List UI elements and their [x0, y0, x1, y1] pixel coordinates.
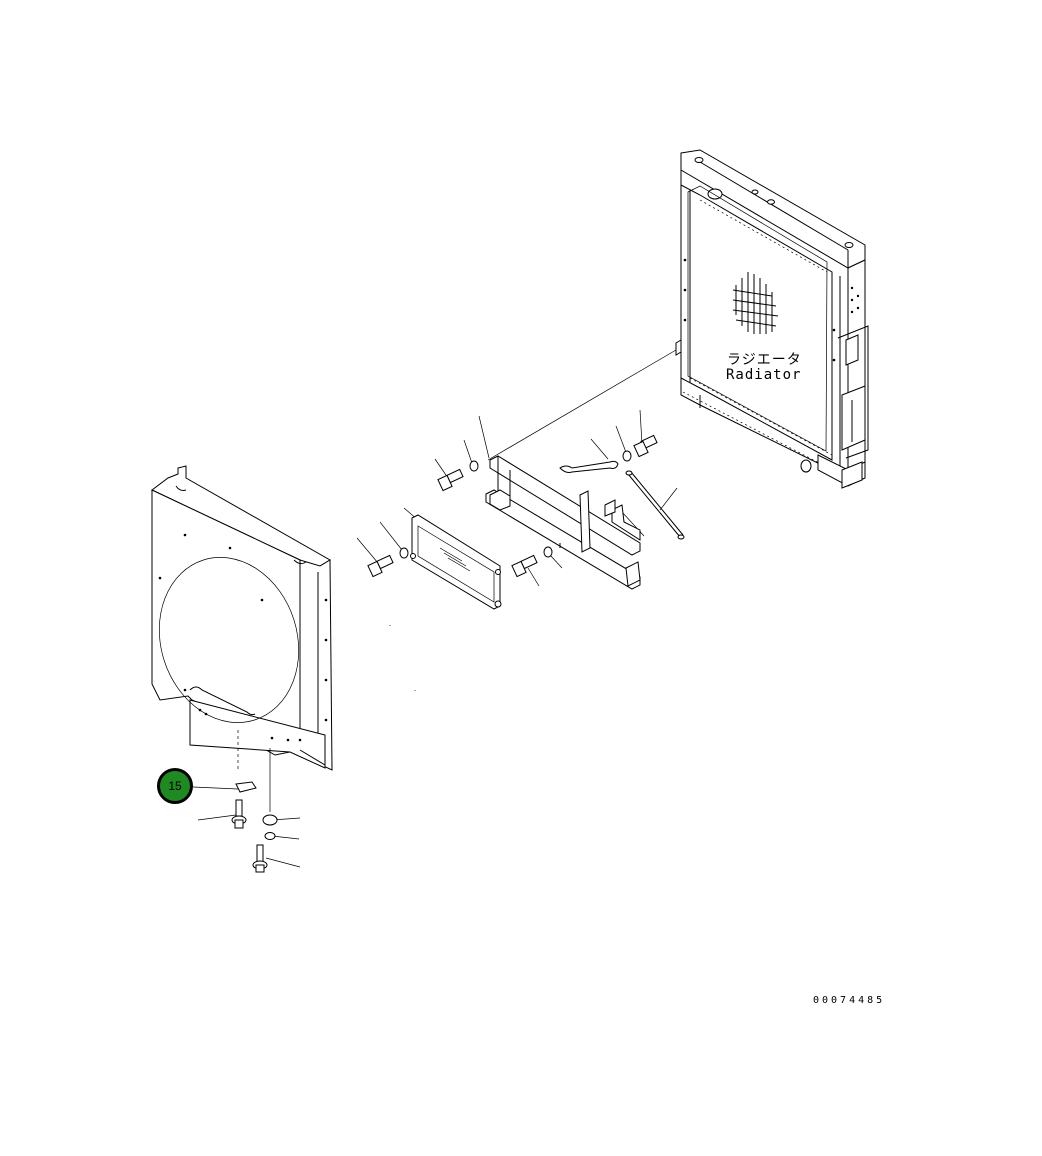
washer [622, 450, 632, 462]
radiator-label-japanese: ラジエータ [727, 352, 802, 368]
clip [235, 781, 257, 793]
radiator-grid-icon [732, 272, 779, 334]
radiator-assembly [675, 149, 869, 489]
document-number: 00074485 [813, 995, 886, 1006]
callout-badge-15[interactable]: 15 [157, 768, 193, 804]
bolt [367, 554, 394, 578]
bolt [437, 468, 464, 492]
leader-lines [192, 349, 678, 868]
bolts-and-washers [367, 434, 658, 578]
washer [399, 547, 409, 559]
oil-cooler-plate [410, 514, 502, 610]
stay-rod [625, 470, 685, 540]
radiator-label-english: Radiator [726, 367, 802, 383]
support-bracket [485, 455, 641, 590]
mount-plate [262, 814, 278, 826]
bolt-lower-2 [252, 844, 268, 873]
washer [469, 460, 479, 472]
clip-wire [559, 460, 619, 473]
bolt [511, 554, 538, 578]
fan-shroud [151, 465, 333, 812]
washer [264, 832, 276, 840]
washer [543, 546, 553, 558]
bolt [633, 434, 658, 458]
bolt-lower-1 [231, 799, 247, 829]
lower-hardware [231, 781, 278, 873]
